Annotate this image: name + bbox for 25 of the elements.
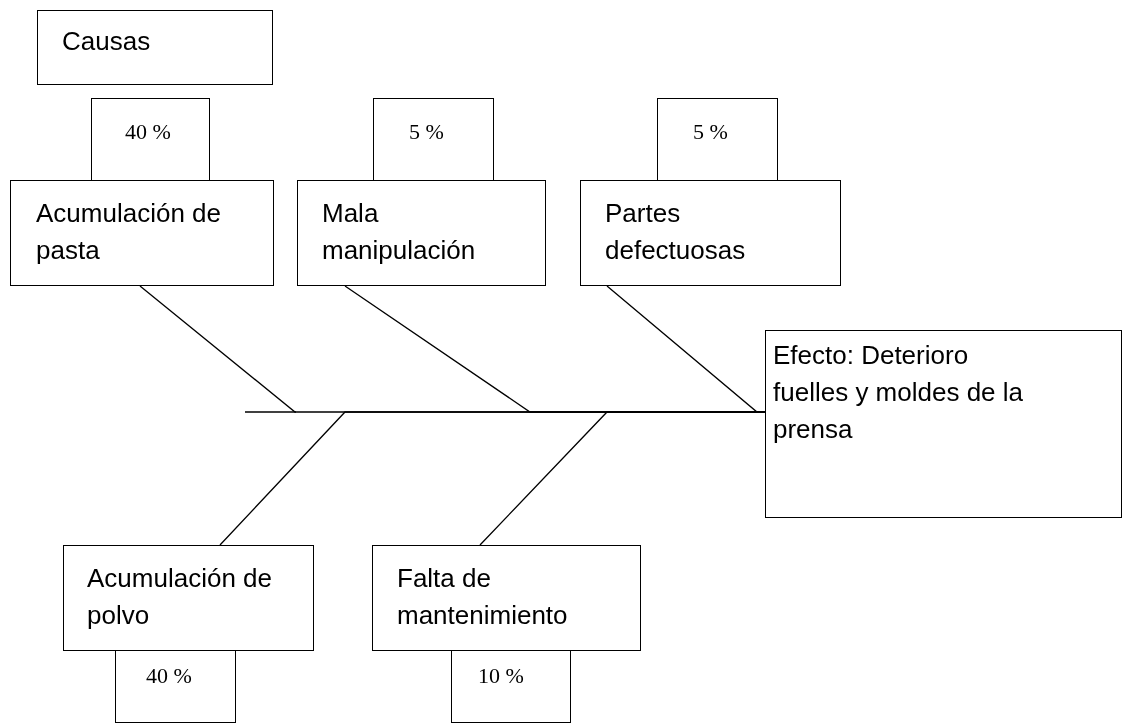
cause-box <box>63 545 314 651</box>
heading: Causas <box>62 25 151 58</box>
title-box <box>37 10 273 85</box>
cause-label: Acumulación de pasta <box>36 197 222 267</box>
percentage-label: 10 % <box>478 663 524 689</box>
cause-box <box>297 180 546 286</box>
cause-label: Acumulación de polvo <box>87 562 273 632</box>
cause-label: Partes defectuosas <box>605 197 747 267</box>
effect-label: Efecto: Deterioro fuelles y moldes de la prensa <box>773 339 1025 446</box>
cause-label: Falta de mantenimiento <box>397 562 569 632</box>
percentage-box <box>115 651 236 723</box>
percentage-box <box>91 98 210 180</box>
cause-box <box>10 180 274 286</box>
cause-box <box>580 180 841 286</box>
cause-box <box>372 545 641 651</box>
branch-line <box>479 411 766 546</box>
effect-box <box>765 330 1122 518</box>
percentage-label: 5 % <box>409 119 444 145</box>
percentage-box <box>373 98 494 180</box>
percentage-label: 40 % <box>146 663 192 689</box>
percentage-label: 5 % <box>693 119 728 145</box>
cause-label: Mala manipulación <box>322 197 477 267</box>
percentage-label: 40 % <box>125 119 171 145</box>
percentage-box <box>451 651 571 723</box>
percentage-box <box>657 98 778 180</box>
